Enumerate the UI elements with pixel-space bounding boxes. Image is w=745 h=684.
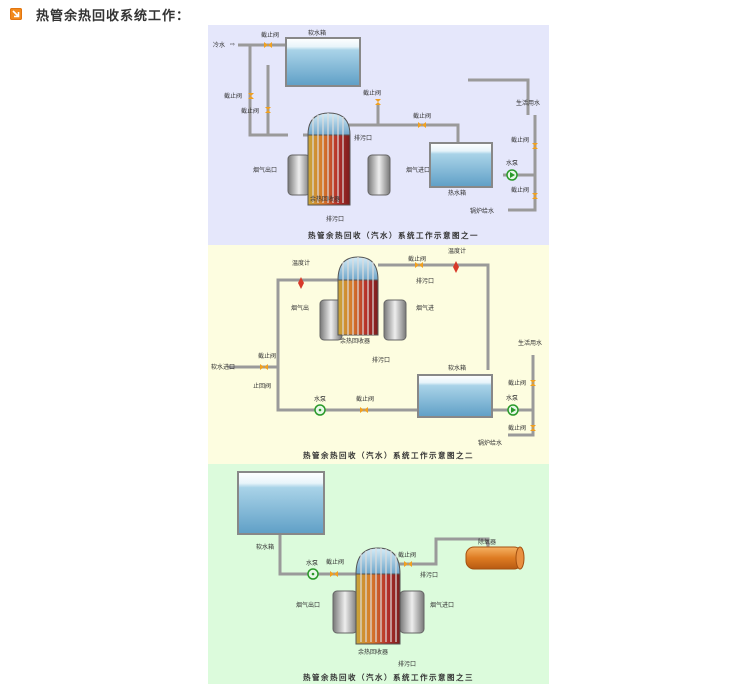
label-stop-valve-b: 截止阀	[398, 551, 416, 559]
label-flue-out: 烟气出	[291, 304, 309, 312]
label-soft-tank: 软水箱	[448, 364, 466, 372]
heat-recovery-unit	[287, 112, 391, 206]
valve-icon	[264, 42, 272, 48]
soft-water-tank	[285, 37, 361, 87]
section-heading: 热管余热回收系统工作：	[10, 5, 191, 24]
label-boiler-feed: 锅炉给水	[478, 439, 502, 447]
label-stop-valve-b: 截止阀	[258, 352, 276, 360]
rss-arrow-icon	[10, 8, 22, 20]
label-recovery: 余热回收器	[310, 195, 340, 203]
label-flue-out: 烟气出口	[296, 601, 320, 609]
label-flue-in: 烟气进口	[430, 601, 454, 609]
svg-text:⇨: ⇨	[230, 41, 235, 48]
diagram-1: 软水箱 冷水 ⇨ 截止阀 截止阀 截止阀 截止阀 截止阀 排污口 烟气出口 烟气…	[208, 25, 549, 245]
label-soft-tank: 软水箱	[256, 543, 274, 551]
label-stop-valve-g: 截止阀	[511, 186, 529, 194]
label-flue-in: 烟气进口	[406, 166, 430, 174]
label-pump-b: 水泵	[506, 394, 518, 402]
pump-icon	[507, 404, 519, 416]
label-domestic: 生活用水	[518, 339, 542, 347]
valve-icon	[265, 107, 271, 113]
label-soft-in: 软水进口	[211, 363, 235, 371]
valve-icon	[375, 99, 381, 105]
valves	[330, 561, 412, 577]
label-stop-valve-e: 截止阀	[413, 112, 431, 120]
pump-icon	[506, 169, 518, 181]
deaerator-tank	[465, 546, 525, 570]
label-hot-tank: 热水箱	[448, 189, 466, 197]
diagram-2: 温度计 温度计 截止阀 排污口 烟气出 烟气进 余热回收器 排污口 软水进口 截…	[208, 245, 549, 464]
label-drain-top: 排污口	[354, 134, 372, 142]
hot-water-tank	[429, 142, 493, 188]
label-thermometer-b: 温度计	[448, 247, 466, 255]
label-drain-bottom: 排污口	[326, 215, 344, 223]
label-check-valve: 止回阀	[253, 382, 271, 390]
label-domestic: 生活用水	[516, 99, 540, 107]
valve-icon	[532, 193, 538, 199]
label-stop-valve-b: 截止阀	[224, 92, 242, 100]
heat-recovery-unit	[319, 256, 407, 341]
label-drain-top: 排污口	[420, 571, 438, 579]
label-stop-valve-d: 截止阀	[363, 89, 381, 97]
soft-water-tank	[417, 374, 493, 418]
label-stop-valve-f: 截止阀	[511, 136, 529, 144]
label-boiler-feed: 锅炉给水	[470, 207, 494, 215]
label-stop-valve-c: 截止阀	[241, 107, 259, 115]
pump-icon	[307, 568, 319, 580]
label-pump: 水泵	[306, 559, 318, 567]
diagram-caption: 热管余热回收（汽水）系统工作示意图之二	[303, 450, 474, 460]
soft-water-tank	[237, 471, 325, 535]
valve-icon	[532, 143, 538, 149]
label-stop-valve-e: 截止阀	[508, 424, 526, 432]
label-stop-valve-a: 截止阀	[408, 255, 426, 263]
label-stop-valve-d: 截止阀	[508, 379, 526, 387]
label-stop-valve-c: 截止阀	[356, 395, 374, 403]
label-stop-valve-a: 截止阀	[261, 31, 279, 39]
label-cold-water: 冷水	[213, 41, 225, 49]
label-drain-top: 排污口	[416, 277, 434, 285]
valve-icon	[248, 93, 254, 99]
label-flue-out: 烟气出口	[253, 166, 277, 174]
diagram-caption: 热管余热回收（汽水）系统工作示意图之三	[303, 672, 474, 682]
pump-icon	[314, 404, 326, 416]
label-soft-tank: 软水箱	[308, 29, 326, 37]
diagram-caption: 热管余热回收（汽水）系统工作示意图之一	[308, 230, 479, 240]
valve-icon	[418, 122, 426, 128]
pipes	[228, 263, 535, 437]
label-flue-in: 烟气进	[416, 304, 434, 312]
label-pump-a: 水泵	[314, 395, 326, 403]
label-drain-bottom: 排污口	[372, 356, 390, 364]
valves	[248, 42, 538, 199]
label-thermometer-a: 温度计	[292, 259, 310, 267]
thermometer-icon	[298, 277, 304, 289]
section-title: 热管余热回收系统工作：	[36, 8, 191, 24]
valves	[260, 262, 536, 431]
label-recovery: 余热回收器	[340, 337, 370, 345]
label-recovery: 余热回收器	[358, 648, 388, 656]
diagram-3: 软水箱 水泵 截止阀 截止阀 除氧器 排污口 烟气出口 烟气进口 余热回收器 排…	[208, 464, 549, 684]
heat-recovery-unit	[332, 547, 425, 645]
thermometer-icon	[453, 261, 459, 273]
label-drain-bottom: 排污口	[398, 660, 416, 668]
label-deaerator: 除氧器	[478, 538, 496, 546]
label-pump: 水泵	[506, 159, 518, 167]
label-stop-valve-a: 截止阀	[326, 558, 344, 566]
